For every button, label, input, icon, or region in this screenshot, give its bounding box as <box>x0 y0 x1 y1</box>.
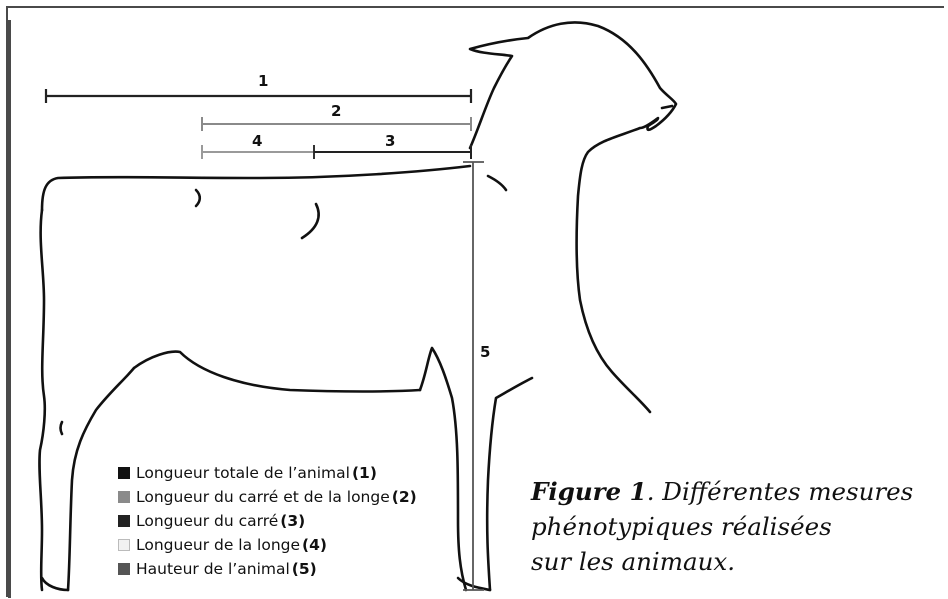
measure-label-5: 5 <box>480 343 490 361</box>
legend-swatch-3 <box>118 515 130 527</box>
caption-text-1: . Différentes mesures <box>647 477 913 506</box>
legend-number: (1) <box>352 464 377 482</box>
legend-label: Longueur du carré et de la longe <box>136 488 390 506</box>
sheep-front-leg-rear <box>420 348 466 590</box>
legend-number: (3) <box>280 512 305 530</box>
sheep-belly <box>134 352 420 392</box>
sheep-front-leg-front <box>487 378 532 590</box>
figure-caption: Figure 1. Différentes mesures phénotypiq… <box>531 474 913 579</box>
measure-label-1: 1 <box>258 72 268 90</box>
legend-swatch-4 <box>118 539 130 551</box>
legend-item: Hauteur de l’animal (5) <box>118 557 417 581</box>
measure-label-3: 3 <box>385 132 395 150</box>
legend-number: (5) <box>292 560 317 578</box>
legend-item: Longueur du carré et de la longe (2) <box>118 485 417 509</box>
legend-swatch-5 <box>118 563 130 575</box>
caption-line-3: sur les animaux. <box>531 544 913 579</box>
legend-label: Longueur totale de l’animal <box>136 464 350 482</box>
sheep-hind-hoof <box>42 578 68 590</box>
sheep-rib-mark <box>302 204 319 238</box>
legend-label: Hauteur de l’animal <box>136 560 290 578</box>
sheep-hip-mark <box>196 190 200 206</box>
caption-line-2: phénotypiques réalisées <box>531 509 913 544</box>
legend: Longueur totale de l’animal (1) Longueur… <box>118 461 417 581</box>
measure-label-4: 4 <box>252 132 262 150</box>
caption-line-1: Figure 1. Différentes mesures <box>531 474 913 509</box>
figure-label: Figure 1 <box>531 477 647 506</box>
legend-item: Longueur totale de l’animal (1) <box>118 461 417 485</box>
legend-number: (2) <box>392 488 417 506</box>
sheep-back <box>42 166 470 210</box>
legend-swatch-1 <box>118 467 130 479</box>
sheep-head <box>470 22 676 412</box>
sheep-rump <box>39 210 44 590</box>
sheep-mouth <box>662 106 672 108</box>
measure-label-2: 2 <box>331 102 341 120</box>
sheep-neck-mark <box>488 176 506 190</box>
legend-item: Longueur du carré (3) <box>118 509 417 533</box>
legend-item: Longueur de la longe (4) <box>118 533 417 557</box>
legend-label: Longueur du carré <box>136 512 278 530</box>
legend-swatch-2 <box>118 491 130 503</box>
sheep-knee-mark <box>61 422 63 434</box>
legend-number: (4) <box>302 536 327 554</box>
legend-label: Longueur de la longe <box>136 536 300 554</box>
